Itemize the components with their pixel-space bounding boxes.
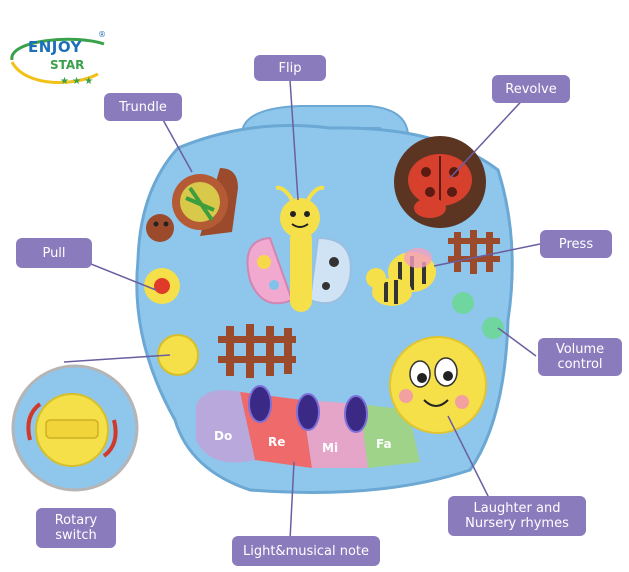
volume-button-down [482,317,504,339]
callout-revolve: Revolve [492,75,570,103]
rotary-switch-knob [157,334,199,376]
piano-keys [196,385,420,468]
callout-rotary-switch: Rotary switch [36,508,116,548]
ladybug-revolve [394,136,486,228]
logo-swoosh-icon: ★ ★ ★ [10,37,105,87]
logo-text-enjoy: ENJOY [28,38,82,56]
key-label-fa: Fa [376,437,392,451]
brand-logo: ★ ★ ★ ENJOY STAR ® [6,30,110,90]
key-label-do: Do [214,429,232,443]
volume-button-up [452,292,474,314]
rotary-switch-zoom [11,364,139,492]
snail-trundle [146,168,238,242]
callout-volume-control: Volume control [538,338,622,376]
key-label-re: Re [268,435,285,449]
callout-pull: Pull [16,238,92,268]
callout-light-musical-note: Light&musical note [232,536,380,566]
butterfly-flip [246,185,352,312]
logo-text-star: STAR [50,58,85,72]
callout-press: Press [540,230,612,258]
callout-trundle: Trundle [104,93,182,121]
callout-flip: Flip [254,55,326,81]
fence-top-right [448,230,500,274]
key-label-mi: Mi [322,441,338,455]
fence-middle [218,324,296,378]
svg-text:★ ★ ★: ★ ★ ★ [60,76,93,87]
pull-flower-button [144,268,180,304]
caterpillar-head [389,336,487,434]
bees-press [366,248,436,306]
callout-laughter-nursery-rhymes: Laughter and Nursery rhymes [448,496,586,536]
logo-registered: ® [98,30,106,39]
